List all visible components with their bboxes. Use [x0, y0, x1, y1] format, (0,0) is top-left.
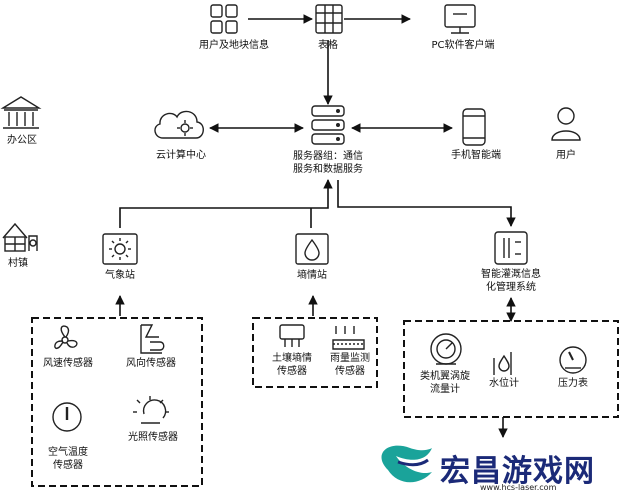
wind-speed-sensor-label: 风速传感器 — [43, 358, 93, 369]
table-label: 表格 — [318, 40, 338, 51]
user-label: 用户 — [556, 150, 576, 161]
mobile-phone-icon — [462, 108, 486, 146]
soil-moisture-sensor-icon — [279, 324, 305, 347]
cloud-icon — [154, 110, 204, 139]
irrigation-system-label: 智能灌溉信息 化管理系统 — [466, 268, 556, 294]
monitor-icon — [444, 4, 476, 34]
server-stack-icon — [311, 105, 345, 145]
soil-station-icon — [295, 233, 329, 265]
weather-station-label: 气象站 — [105, 270, 135, 281]
water-level-label: 水位计 — [489, 378, 519, 389]
village-house-icon — [2, 222, 38, 252]
pressure-gauge-icon — [559, 346, 587, 374]
land-grid-icon — [210, 4, 238, 34]
sensor-groups — [31, 317, 619, 487]
vortex-flowmeter-icon — [430, 333, 462, 365]
rain-gauge-icon — [332, 326, 365, 350]
vortex-flowmeter-label: 类机翼涡旋 流量计 — [412, 370, 478, 396]
arrow-weather-to-server — [119, 179, 333, 228]
air-temperature-gauge-icon — [52, 402, 82, 432]
irrigation-controller-icon — [494, 231, 528, 265]
arrow-server-to-irrigation — [337, 180, 516, 227]
weather-station-icon — [102, 233, 138, 265]
water-level-icon — [493, 352, 512, 375]
soil-sensor-group — [252, 317, 378, 388]
server-group-label-line1: 服务器组：通信 — [293, 151, 363, 162]
cloud-center-label: 云计算中心 — [156, 150, 206, 161]
watermark-url: www.hcs-laser.com — [480, 483, 557, 492]
vortex-label-line1: 类机翼涡旋 — [420, 371, 470, 382]
pressure-gauge-label: 压力表 — [558, 378, 588, 389]
weather-sensor-group — [31, 317, 203, 487]
office-label: 办公区 — [7, 135, 37, 146]
mobile-client-label: 手机智能端 — [451, 150, 501, 161]
village-label: 村镇 — [8, 258, 28, 269]
light-sensor-label: 光照传感器 — [128, 432, 178, 443]
irrigation-label-line2: 化管理系统 — [486, 282, 536, 293]
connectors — [115, 14, 516, 438]
user-land-info-label: 用户及地块信息 — [199, 40, 269, 51]
wind-direction-sensor-label: 风向传感器 — [126, 358, 176, 369]
air-temp-label-line1: 空气温度 — [48, 447, 88, 458]
office-building-icon — [0, 96, 42, 129]
server-group-label-line2: 服务和数据服务 — [293, 164, 363, 175]
user-person-icon — [551, 107, 581, 141]
watermark-logo-icon — [381, 445, 432, 483]
watermark-text: 宏昌游戏网 — [440, 454, 595, 489]
rain-sensor-label: 雨量监测 传感器 — [322, 352, 378, 378]
server-group-label: 服务器组：通信 服务和数据服务 — [278, 150, 378, 176]
light-sun-icon — [133, 396, 169, 424]
table-icon — [315, 4, 343, 34]
soil-station-label: 墒情站 — [297, 270, 327, 281]
soil-moisture-label-line1: 土壤墒情 — [272, 353, 312, 364]
air-temp-sensor-label: 空气温度 传感器 — [40, 446, 96, 472]
pc-client-label: PC软件客户端 — [431, 40, 495, 51]
rain-label-line1: 雨量监测 — [330, 353, 370, 364]
soil-moisture-sensor-label: 土壤墒情 传感器 — [264, 352, 320, 378]
irrigation-device-group — [403, 320, 619, 418]
soil-moisture-label-line2: 传感器 — [277, 366, 307, 377]
irrigation-label-line1: 智能灌溉信息 — [481, 269, 541, 280]
vortex-label-line2: 流量计 — [430, 384, 460, 395]
wind-speed-fan-icon — [54, 325, 78, 350]
air-temp-label-line2: 传感器 — [53, 460, 83, 471]
wind-direction-icon — [140, 324, 165, 354]
rain-label-line2: 传感器 — [335, 366, 365, 377]
